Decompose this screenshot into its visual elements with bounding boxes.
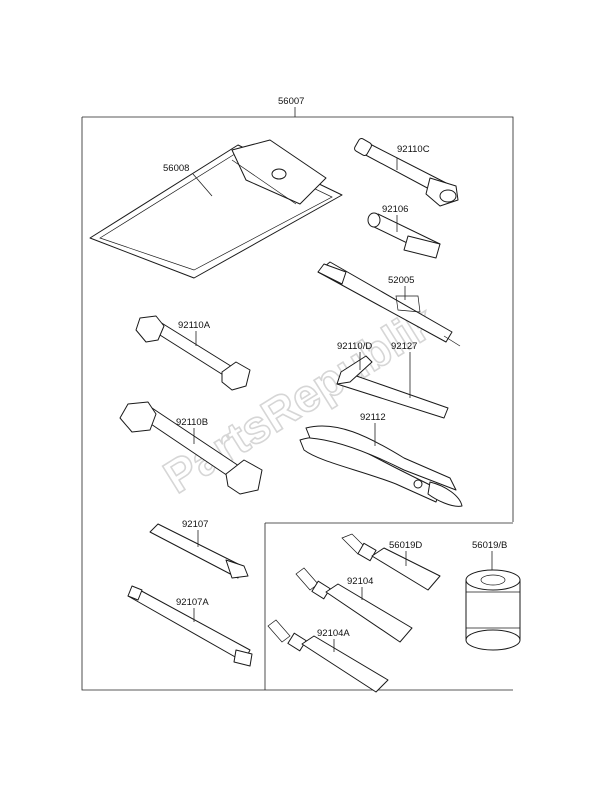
spark-plug-wrench-icon bbox=[354, 138, 459, 207]
kit-frame-left bbox=[81, 117, 513, 691]
label-92110C: 92110C bbox=[397, 144, 430, 155]
label-56019D: 56019D bbox=[389, 540, 422, 551]
screwdriver-1-icon bbox=[149, 523, 249, 579]
label-92106: 92106 bbox=[382, 204, 408, 215]
kit-frame bbox=[82, 116, 514, 522]
label-92110D: 92110/D bbox=[337, 341, 372, 352]
label-92110B: 92110B bbox=[176, 417, 208, 428]
leader-56008 bbox=[192, 173, 213, 197]
bar-icon bbox=[367, 212, 441, 259]
wrench-a-icon bbox=[135, 315, 251, 391]
label-92107A: 92107A bbox=[176, 597, 209, 608]
pliers-icon bbox=[299, 425, 463, 507]
screwdriver-tester-icon bbox=[317, 261, 461, 347]
label-92112: 92112 bbox=[360, 412, 386, 423]
bond-tube-a-icon bbox=[267, 619, 389, 693]
label-56008: 56008 bbox=[163, 163, 189, 174]
bond-tube-icon bbox=[295, 567, 413, 643]
label-92104A: 92104A bbox=[317, 628, 350, 639]
screwdriver-2-icon bbox=[127, 585, 253, 667]
label-92104: 92104 bbox=[347, 576, 373, 587]
grease-tube-icon bbox=[341, 533, 441, 591]
label-56019B: 56019/B bbox=[472, 540, 507, 551]
label-52005: 52005 bbox=[388, 275, 414, 286]
label-92107: 92107 bbox=[182, 519, 208, 530]
label-92127: 92127 bbox=[391, 341, 417, 352]
wrench-b-icon bbox=[119, 401, 263, 495]
label-56007: 56007 bbox=[278, 96, 304, 107]
tool-bag-icon bbox=[89, 139, 343, 279]
oil-filter-icon bbox=[465, 569, 521, 651]
label-92110A: 92110A bbox=[178, 320, 211, 331]
hex-key-icon bbox=[336, 355, 449, 419]
